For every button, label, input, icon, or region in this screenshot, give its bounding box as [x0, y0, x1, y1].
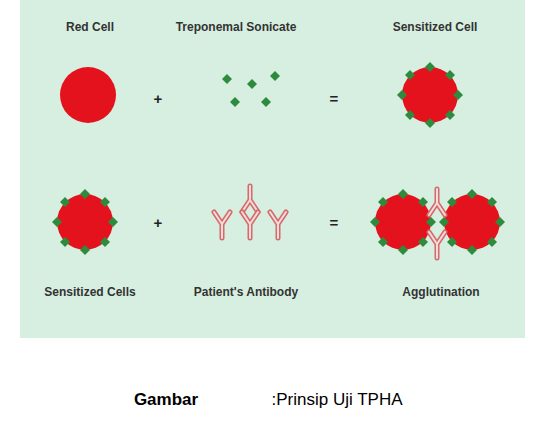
- antibody-symbol: [429, 232, 445, 258]
- antigen-particle: [425, 118, 435, 128]
- operator-sign: =: [330, 215, 339, 230]
- antigen-particle: [495, 217, 505, 227]
- antibody-symbol: [270, 212, 286, 238]
- antigen-particle: [247, 79, 257, 89]
- antigen-particle: [453, 90, 463, 100]
- label-text: Red Cell: [66, 21, 114, 33]
- label-text: Sensitized Cells: [44, 286, 135, 298]
- antigen-particle: [418, 237, 428, 247]
- caption-text: :Prinsip Uji TPHA: [272, 391, 403, 408]
- antigen-particle: [426, 217, 436, 227]
- antibody-symbol: [242, 212, 258, 238]
- label-text: Treponemal Sonicate: [176, 21, 297, 33]
- antigen-particle: [398, 189, 408, 199]
- antigen-particle: [60, 197, 70, 207]
- antigen-particle: [445, 110, 455, 120]
- antigen-particle: [405, 110, 415, 120]
- antigen-particle: [439, 217, 449, 227]
- antigen-particle: [270, 71, 280, 81]
- caption-text: Gambar: [134, 391, 198, 408]
- antigen-particle: [405, 70, 415, 80]
- antigen-particle: [447, 197, 457, 207]
- antigen-particle: [108, 217, 118, 227]
- antigen-particle: [230, 97, 240, 107]
- antigen-particle: [378, 197, 388, 207]
- sensitized-cell: [402, 67, 458, 123]
- antibody-symbol: [429, 189, 445, 215]
- label-text: Agglutination: [402, 286, 479, 298]
- antigen-particle: [378, 237, 388, 247]
- label-text: Sensitized Cell: [393, 21, 478, 33]
- antigen-particle: [370, 217, 380, 227]
- antigen-particle: [487, 197, 497, 207]
- antigen-particle: [80, 189, 90, 199]
- antigen-particle: [425, 62, 435, 72]
- background-panel: [20, 0, 525, 338]
- antigen-particle: [100, 237, 110, 247]
- antibody-symbol: [214, 212, 230, 238]
- antibody-symbol: [242, 186, 258, 212]
- antigen-particle: [447, 237, 457, 247]
- sensitized-cell: [375, 194, 431, 250]
- antigen-particle: [487, 237, 497, 247]
- antigen-particle: [52, 217, 62, 227]
- antigen-particle: [467, 189, 477, 199]
- antigen-particle: [445, 70, 455, 80]
- antigen-particle: [467, 245, 477, 255]
- red-cell: [60, 67, 116, 123]
- sensitized-cell: [444, 194, 500, 250]
- sensitized-cell: [57, 194, 113, 250]
- operator-sign: +: [154, 215, 163, 230]
- antigen-particle: [222, 74, 232, 84]
- operator-sign: +: [154, 91, 163, 106]
- antigen-particle: [60, 237, 70, 247]
- label-text: Patient's Antibody: [194, 286, 298, 298]
- antigen-particle: [261, 97, 271, 107]
- antigen-particle: [80, 245, 90, 255]
- antigen-particle: [397, 90, 407, 100]
- antigen-particle: [100, 197, 110, 207]
- antigen-particle: [398, 245, 408, 255]
- operator-sign: =: [330, 91, 339, 106]
- antigen-particle: [418, 197, 428, 207]
